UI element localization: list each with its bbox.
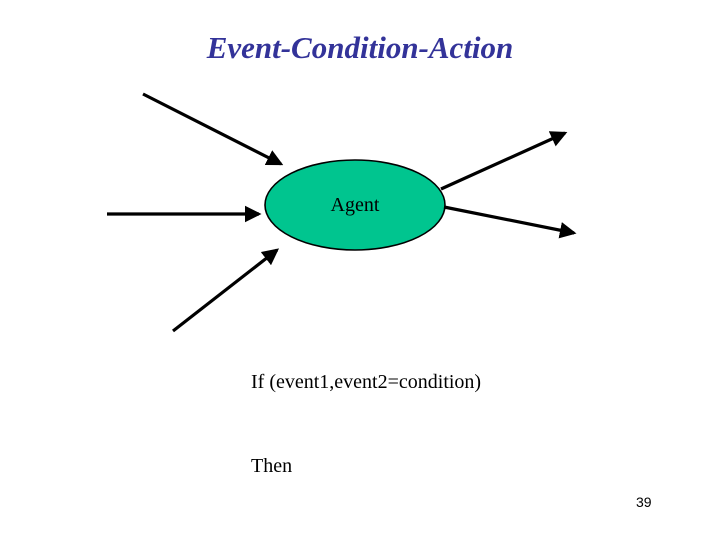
incoming-event-arrows [107, 92, 284, 333]
action-arrow-top-right-icon [440, 131, 568, 191]
rule-line-then: Then [251, 455, 293, 477]
eca-rule-block: If (event1,event2=condition) Then { Acti… [251, 312, 481, 540]
page-number: 39 [636, 494, 652, 510]
agent-ellipse [264, 159, 446, 251]
action-arrow-bottom-right-icon [443, 205, 577, 239]
event-arrow-bottom-left-icon [172, 248, 280, 333]
rule-line-if: If (event1,event2=condition) [251, 371, 482, 393]
page-title: Event-Condition-Action [206, 30, 514, 65]
rule-line-open-brace: { [251, 536, 481, 540]
event-arrow-top-left-icon [142, 92, 284, 166]
outgoing-action-arrows [440, 131, 577, 239]
